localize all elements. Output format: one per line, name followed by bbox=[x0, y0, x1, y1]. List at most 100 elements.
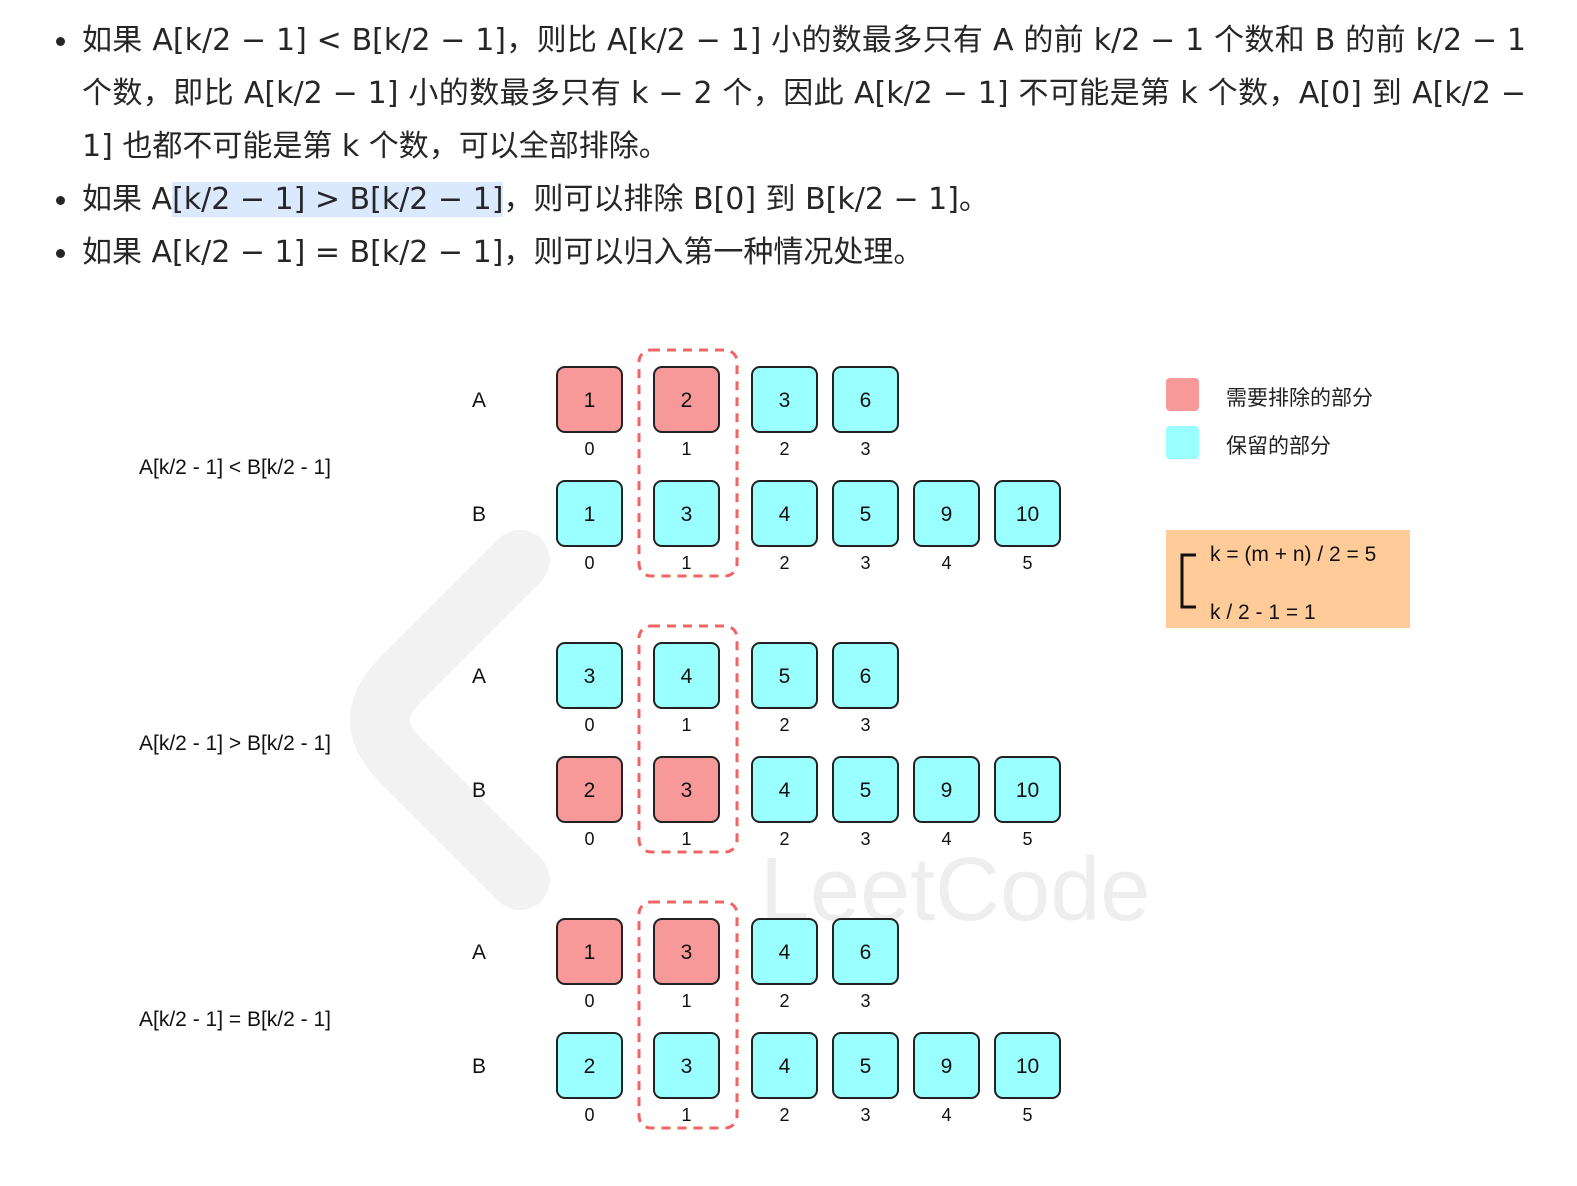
cell-value: 2 bbox=[584, 779, 596, 802]
bullet-text: 如果 A[k/2 − 1] < B[k/2 − 1]，则比 A[k/2 − 1]… bbox=[82, 14, 1526, 173]
array-cell bbox=[653, 1032, 720, 1099]
bullet-item: 如果 A[k/2 − 1] < B[k/2 − 1]，则比 A[k/2 − 1]… bbox=[56, 14, 1526, 173]
info-box: k = (m + n) / 2 = 5 k / 2 - 1 = 1 bbox=[1166, 530, 1410, 628]
array-cell bbox=[751, 756, 818, 823]
cell-value: 3 bbox=[779, 389, 791, 412]
array-cell bbox=[994, 480, 1061, 547]
array-cell bbox=[751, 480, 818, 547]
cell-value: 5 bbox=[860, 779, 872, 802]
bullet-text-part: 如果 A bbox=[82, 182, 173, 217]
array-cell bbox=[556, 756, 623, 823]
legend-label-keep: 保留的部分 bbox=[1226, 435, 1331, 458]
cell-value: 5 bbox=[779, 665, 791, 688]
array-cell bbox=[751, 918, 818, 985]
cell-value: 3 bbox=[681, 941, 693, 964]
array-cell bbox=[832, 918, 899, 985]
cell-index: 1 bbox=[681, 991, 691, 1011]
highlighted-text[interactable]: [k/2 − 1] > B[k/2 − 1] bbox=[172, 182, 504, 217]
info-box-line1: k = (m + n) / 2 = 5 bbox=[1210, 543, 1376, 566]
array-cell bbox=[653, 480, 720, 547]
cell-index: 3 bbox=[860, 1105, 870, 1125]
bullet-text-part: ，则可以排除 B[0] 到 B[k/2 − 1]。 bbox=[503, 182, 989, 217]
cell-value: 9 bbox=[941, 1055, 953, 1078]
array-cell bbox=[556, 642, 623, 709]
cell-index: 5 bbox=[1022, 1105, 1032, 1125]
cell-index: 2 bbox=[779, 553, 789, 573]
cell-value: 4 bbox=[779, 1055, 791, 1078]
cell-value: 6 bbox=[860, 665, 872, 688]
legend-swatch-keep bbox=[1166, 426, 1199, 459]
cell-index: 0 bbox=[584, 553, 594, 573]
array-cell bbox=[751, 1032, 818, 1099]
cell-value: 9 bbox=[941, 503, 953, 526]
cell-value: 10 bbox=[1016, 503, 1039, 526]
array-cell bbox=[913, 756, 980, 823]
cell-value: 3 bbox=[681, 503, 693, 526]
cell-index: 3 bbox=[860, 829, 870, 849]
array-cell bbox=[653, 918, 720, 985]
info-box-line2: k / 2 - 1 = 1 bbox=[1210, 601, 1316, 624]
row-label-A: A bbox=[472, 389, 486, 412]
array-cell bbox=[751, 366, 818, 433]
array-cell bbox=[556, 1032, 623, 1099]
array-cell bbox=[994, 756, 1061, 823]
cell-index: 5 bbox=[1022, 553, 1032, 573]
cell-value: 6 bbox=[860, 941, 872, 964]
array-cell bbox=[832, 480, 899, 547]
cell-index: 2 bbox=[779, 439, 789, 459]
cell-index: 0 bbox=[584, 439, 594, 459]
cell-index: 5 bbox=[1022, 829, 1032, 849]
bullet-text-part: 如果 A[k/2 − 1] < B[k/2 − 1]，则比 A[k/2 − 1]… bbox=[82, 23, 1526, 164]
cell-value: 1 bbox=[584, 503, 596, 526]
row-label-A: A bbox=[472, 941, 486, 964]
cell-index: 3 bbox=[860, 439, 870, 459]
row-label-B: B bbox=[472, 503, 486, 526]
cell-index: 2 bbox=[779, 715, 789, 735]
cell-index: 4 bbox=[941, 553, 951, 573]
watermark-text: LeetCode bbox=[760, 840, 1150, 940]
array-cell bbox=[832, 756, 899, 823]
cell-index: 1 bbox=[681, 715, 691, 735]
highlight-dashed-frame bbox=[637, 624, 739, 854]
row-label-B: B bbox=[472, 779, 486, 802]
array-cell bbox=[653, 366, 720, 433]
row-label-B: B bbox=[472, 1055, 486, 1078]
cell-index: 1 bbox=[681, 553, 691, 573]
cell-index: 0 bbox=[584, 991, 594, 1011]
highlight-dashed-frame bbox=[637, 348, 739, 578]
row-label-A: A bbox=[472, 665, 486, 688]
cell-value: 4 bbox=[779, 941, 791, 964]
cell-value: 6 bbox=[860, 389, 872, 412]
condition-label: A[k/2 - 1] = B[k/2 - 1] bbox=[139, 1008, 331, 1031]
bullet-text-part: 如果 A[k/2 − 1] = B[k/2 − 1]，则可以归入第一种情况处理。 bbox=[82, 235, 924, 270]
array-cell bbox=[994, 1032, 1061, 1099]
bracket-icon bbox=[1180, 553, 1196, 609]
array-cell bbox=[913, 1032, 980, 1099]
array-cell bbox=[556, 918, 623, 985]
condition-label: A[k/2 - 1] < B[k/2 - 1] bbox=[139, 456, 331, 479]
cell-index: 2 bbox=[779, 991, 789, 1011]
cell-index: 2 bbox=[779, 829, 789, 849]
cell-index: 3 bbox=[860, 715, 870, 735]
array-cell bbox=[832, 1032, 899, 1099]
cell-value: 3 bbox=[681, 779, 693, 802]
bullet-text: 如果 A[k/2 − 1] = B[k/2 − 1]，则可以归入第一种情况处理。 bbox=[82, 226, 1526, 279]
highlight-dashed-frame bbox=[637, 900, 739, 1130]
cell-value: 1 bbox=[584, 941, 596, 964]
cell-value: 1 bbox=[584, 389, 596, 412]
cell-index: 0 bbox=[584, 715, 594, 735]
cell-value: 10 bbox=[1016, 779, 1039, 802]
cell-index: 0 bbox=[584, 1105, 594, 1125]
array-cell bbox=[913, 480, 980, 547]
legend-swatch-exclude bbox=[1166, 378, 1199, 411]
cell-value: 3 bbox=[681, 1055, 693, 1078]
cell-value: 3 bbox=[584, 665, 596, 688]
cell-index: 3 bbox=[860, 553, 870, 573]
cell-index: 3 bbox=[860, 991, 870, 1011]
cell-value: 5 bbox=[860, 1055, 872, 1078]
array-cell bbox=[832, 366, 899, 433]
array-cell bbox=[556, 480, 623, 547]
